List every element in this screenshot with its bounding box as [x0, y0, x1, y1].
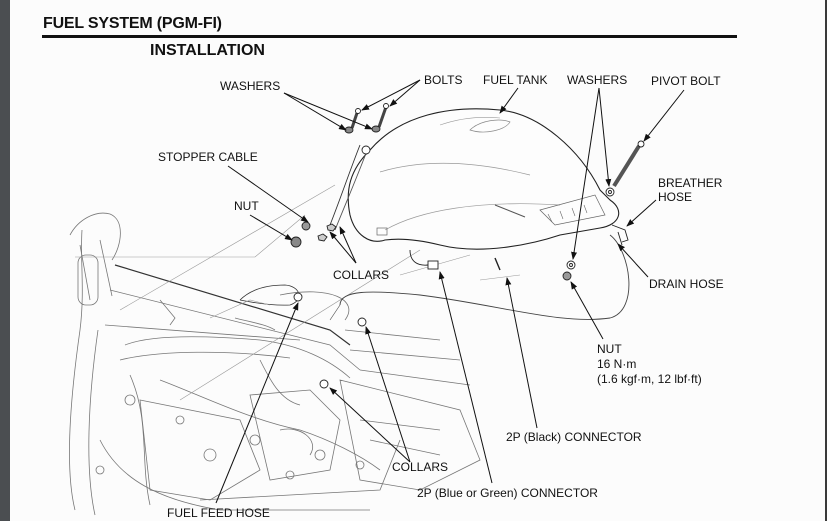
- label-nut-torque-nm: 16 N·m: [597, 357, 637, 371]
- label-drain-hose: DRAIN HOSE: [649, 277, 724, 291]
- leader-stopper-cable: [227, 165, 309, 223]
- label-pivot-bolt: PIVOT BOLT: [651, 74, 721, 88]
- label-fuel-tank: FUEL TANK: [483, 73, 548, 87]
- label-washers-right: WASHERS: [567, 73, 628, 87]
- subsection-title: INSTALLATION: [150, 42, 265, 59]
- viewer-left-border: [0, 0, 10, 521]
- leader-nut-right: [570, 281, 604, 340]
- leader-washers-right-a: [598, 87, 612, 187]
- label-nut-right: NUT: [597, 342, 622, 356]
- leader-bolts-a: [361, 79, 421, 111]
- viewer-right-border: [825, 0, 827, 521]
- leader-collars-lower-a: [329, 387, 411, 463]
- label-connector-blue-green: 2P (Blue or Green) CONNECTOR: [417, 486, 598, 500]
- leader-lines: [215, 79, 685, 504]
- leader-collars-upper-b: [339, 226, 357, 264]
- leader-fuel-feed-hose: [215, 302, 299, 504]
- leader-fuel-tank: [499, 87, 519, 114]
- label-stopper-cable: STOPPER CABLE: [158, 150, 258, 164]
- leader-washers-left-a: [283, 92, 347, 131]
- leader-nut-left: [249, 214, 293, 241]
- hoses-and-connectors: [329, 144, 629, 271]
- leader-connector-black: [505, 277, 538, 429]
- leader-connector-blue-green: [438, 271, 493, 484]
- alignment-guides: [75, 184, 630, 401]
- label-breather-hose-2: HOSE: [658, 190, 693, 204]
- label-nut-torque-alt: (1.6 kgf·m, 12 lbf·ft): [597, 372, 702, 386]
- leader-washers-right-b: [571, 87, 600, 260]
- label-nut-left: NUT: [234, 199, 259, 213]
- leader-drain-hose: [617, 243, 649, 278]
- leader-pivot-bolt: [643, 89, 685, 142]
- label-washers-left: WASHERS: [220, 79, 281, 93]
- manual-page: [10, 0, 825, 521]
- leader-washers-left-b: [283, 92, 373, 130]
- label-fuel-feed-hose: FUEL FEED HOSE: [167, 506, 270, 520]
- label-breather-hose-1: BREATHER: [658, 176, 723, 190]
- hardware-parts: [290, 103, 645, 389]
- frame-and-engine-drawing: [69, 212, 481, 516]
- leader-bolts-b: [389, 79, 421, 107]
- label-connector-black: 2P (Black) CONNECTOR: [506, 430, 642, 444]
- section-title: FUEL SYSTEM (PGM-FI): [43, 15, 222, 32]
- leader-breather-hose: [626, 199, 657, 227]
- label-bolts: BOLTS: [424, 73, 463, 87]
- leader-collars-upper-a: [329, 231, 357, 264]
- header-rule: [42, 35, 737, 38]
- label-collars-lower: COLLARS: [392, 460, 449, 474]
- label-collars-upper: COLLARS: [333, 268, 390, 282]
- leader-collars-lower-b: [365, 326, 411, 463]
